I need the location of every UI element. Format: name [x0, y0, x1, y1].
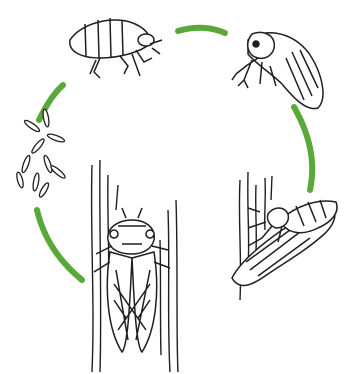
cycle-arc-top — [178, 28, 225, 33]
cicada-nymph-icon — [70, 18, 162, 78]
adult-cicada-icon — [94, 208, 170, 352]
cycle-arc-left-lower — [37, 210, 82, 280]
cycle-arc-right — [294, 107, 312, 190]
emerging-nymph-icon — [232, 32, 323, 108]
